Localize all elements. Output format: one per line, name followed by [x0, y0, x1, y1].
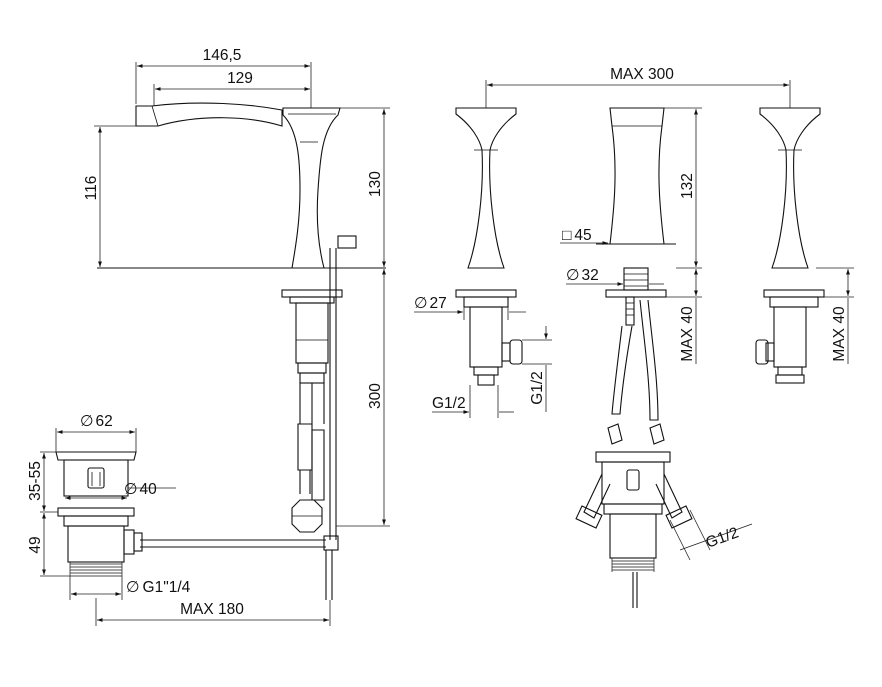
dim-spout-height: 116: [83, 176, 100, 201]
right-handle-valve: [755, 107, 825, 384]
dim-set-width: MAX 300: [610, 66, 674, 83]
dim-waste-cap: ∅62: [80, 413, 113, 430]
dim-deck-right: MAX 40: [831, 306, 848, 362]
dim-spout-overall: 146,5: [203, 47, 242, 64]
mixer-shank: [295, 302, 329, 364]
dim-spout-height: 132: [679, 173, 696, 199]
dim-spout-square: □45: [562, 227, 592, 244]
lever-handle: [135, 102, 283, 127]
dim-waste-lower: 49: [27, 536, 44, 553]
dim-deck-center: MAX 40: [679, 306, 696, 362]
left-dimensions: 146,5 129 116 130 300 ∅62 35-55 ∅40 49: [27, 47, 390, 626]
left-handle-valve: [455, 107, 523, 386]
dim-waste-max: MAX 180: [180, 601, 244, 618]
popup-knob: [337, 235, 357, 249]
dim-waste-body: ∅40: [124, 481, 157, 498]
connection-nut: [291, 499, 323, 533]
single-lever-mixer-view: [97, 102, 386, 600]
dim-handle-thread: G1/2: [432, 395, 466, 412]
dim-waste-thread: ∅G1"1/4: [126, 579, 191, 596]
mixer-body: [282, 107, 341, 269]
dim-mixer-thread: G1/2: [704, 524, 741, 551]
dim-handle-outlet: G1/2: [529, 371, 546, 405]
dim-shank-length: 300: [367, 383, 384, 409]
dim-body-height: 130: [367, 171, 384, 197]
dim-handle-base: ∅27: [414, 295, 447, 312]
popup-waste: [55, 451, 143, 577]
right-dimensions: MAX 300 ∅27 G1/2 G1/2 □45 ∅32 132: [414, 66, 854, 561]
dim-spout-length: 129: [227, 70, 253, 87]
central-spout: [575, 107, 693, 608]
dim-spout-base: ∅32: [566, 267, 599, 284]
dim-waste-adjust: 35-55: [27, 461, 44, 501]
